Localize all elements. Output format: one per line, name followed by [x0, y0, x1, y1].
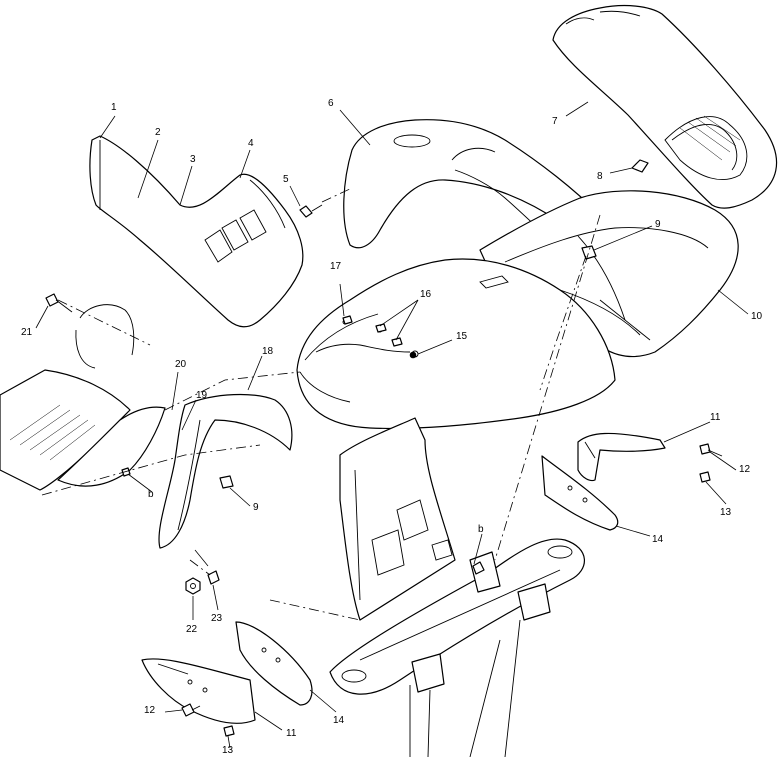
callout-11-upper: 11 — [710, 412, 721, 423]
part-21-bolt — [45, 293, 73, 313]
callout-12-lower: 12 — [144, 705, 156, 716]
callout-9-upper: 9 — [655, 219, 661, 230]
part-11-bracket-upper — [577, 432, 666, 482]
part-23-washer — [207, 570, 220, 585]
callout-14-upper: 14 — [652, 534, 664, 545]
part-11-bracket-lower — [141, 658, 256, 724]
callout-19: 19 — [196, 390, 208, 401]
part-22-nut — [185, 577, 201, 595]
callout-17: 17 — [330, 261, 342, 272]
frame-assembly — [329, 417, 585, 757]
callout-23: 23 — [211, 613, 223, 624]
part-13-nut-lower — [223, 725, 235, 737]
callout-20: 20 — [175, 359, 187, 370]
callout-3: 3 — [190, 154, 196, 165]
callout-5: 5 — [283, 174, 289, 185]
callout-1: 1 — [111, 102, 117, 113]
assembly-lines — [41, 187, 601, 621]
part-5-bolt — [299, 204, 323, 218]
callout-8: 8 — [597, 171, 603, 182]
left-footwell — [0, 304, 166, 491]
callout-21: 21 — [21, 327, 33, 338]
part-7-rear-cover — [552, 4, 778, 209]
part-2-side-panel — [89, 135, 304, 328]
callout-13-upper: 13 — [720, 507, 732, 518]
callout-b-left: b — [148, 489, 154, 500]
callout-13-lower: 13 — [222, 745, 234, 756]
part-9-clip-lower — [219, 475, 234, 489]
callout-2: 2 — [155, 127, 161, 138]
part-9-clip-upper — [581, 245, 597, 260]
part-14-panel-lower — [235, 621, 313, 706]
callout-11-lower: 11 — [286, 728, 297, 739]
callout-leaders — [35, 101, 749, 749]
callout-9-lower: 9 — [253, 502, 259, 513]
callout-15: 15 — [456, 331, 468, 342]
callout-10: 10 — [751, 311, 763, 322]
callout-16: 16 — [420, 289, 432, 300]
callout-22: 22 — [186, 624, 198, 635]
part-12-bolt-lower — [181, 703, 201, 717]
part-13-nut-upper — [699, 471, 711, 483]
part-18-fender-flare — [158, 393, 293, 549]
callout-7: 7 — [552, 116, 558, 127]
callout-6: 6 — [328, 98, 334, 109]
callout-14-lower: 14 — [333, 715, 345, 726]
callout-18: 18 — [262, 346, 274, 357]
part-12-bolt-upper — [699, 443, 723, 457]
part-14-panel-upper — [541, 455, 619, 531]
callout-12-upper: 12 — [739, 464, 751, 475]
callout-4: 4 — [248, 138, 254, 149]
callout-b-frame: b — [478, 524, 484, 535]
part-8-clip — [631, 159, 649, 173]
